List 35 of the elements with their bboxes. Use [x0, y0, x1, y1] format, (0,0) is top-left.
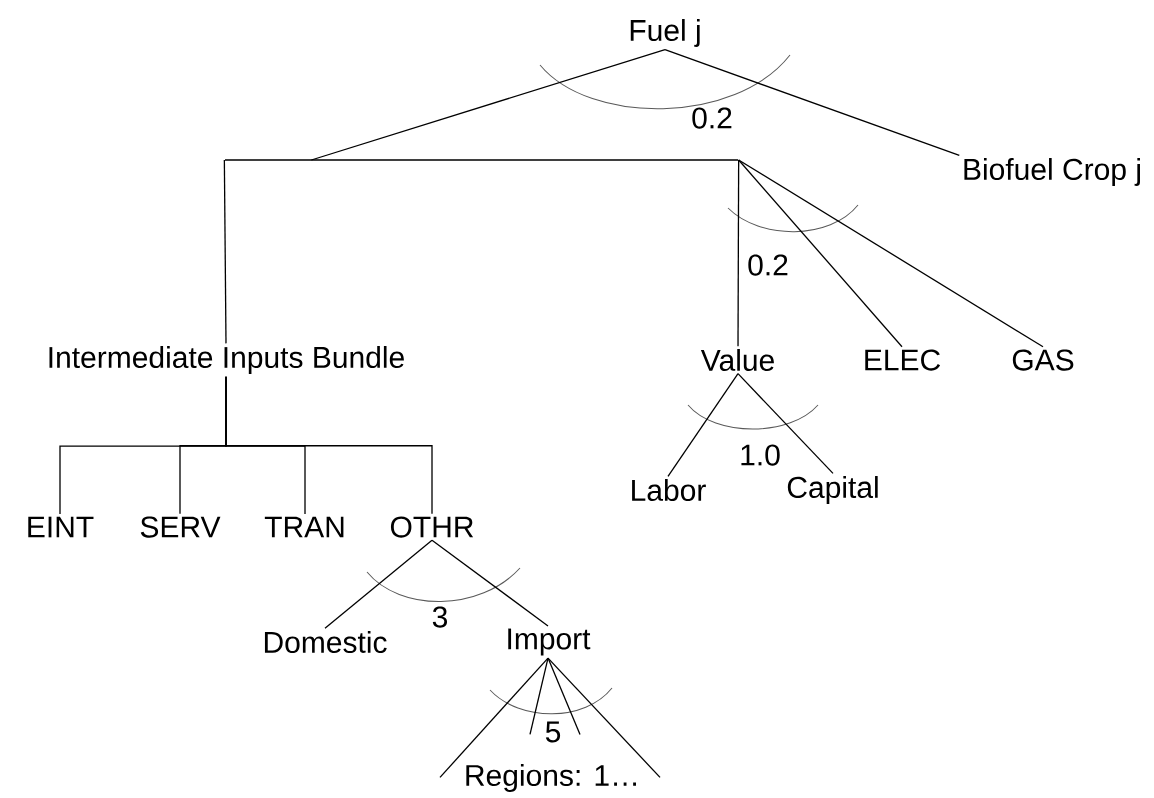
node-label: EINT: [28, 516, 94, 538]
connector-line: [431, 539, 549, 627]
node-label: Biofuel Crop j: [964, 158, 1140, 186]
elasticity-value: 0.2: [692, 107, 732, 129]
node-label: Value: [700, 349, 774, 372]
node-label: ELEC: [865, 349, 941, 371]
connector-line: [667, 373, 739, 477]
node-label: Import: [508, 628, 591, 656]
connector-line: [310, 49, 666, 161]
elasticity-value: 5: [545, 721, 561, 743]
node-label: Domestic: [264, 631, 387, 654]
node-label: Regions: 1…: [466, 764, 636, 792]
connector-line: [225, 376, 433, 515]
node-label: Intermediate Inputs Bundle: [49, 346, 404, 374]
node-label: GAS: [1012, 349, 1074, 371]
elasticity-value: 1.0: [741, 444, 780, 466]
connector-line: [547, 657, 661, 779]
connector-line: [664, 49, 960, 156]
connector-line: [738, 159, 903, 348]
node-label: TRAN: [264, 516, 344, 538]
connector-line: [439, 657, 549, 779]
node-label: OTHR: [390, 516, 474, 538]
connector-line: [738, 159, 1044, 348]
connector-line: [737, 373, 834, 474]
connector-line: [324, 539, 433, 629]
node-label: Capital: [787, 476, 878, 504]
connector-line: [737, 159, 740, 347]
connector-line: [529, 657, 549, 736]
connector-line: [223, 159, 227, 344]
elasticity-value: 0.2: [748, 254, 788, 276]
connector-line: [547, 657, 581, 736]
elasticity-value: 3: [432, 606, 448, 628]
node-label: Fuel j: [630, 19, 700, 47]
node-label: Labor: [632, 479, 706, 502]
node-label: SERV: [140, 516, 221, 538]
